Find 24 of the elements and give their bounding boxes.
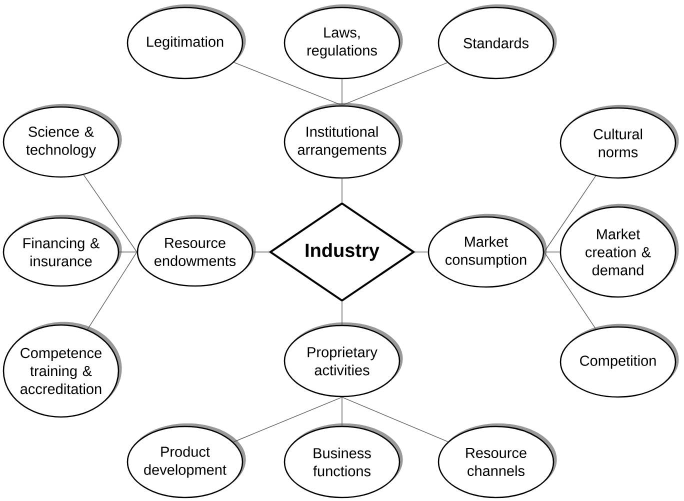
connector-line [87,252,138,330]
ellipse-node: Cultural norms [560,104,679,179]
ellipse-node: Market consumption [428,214,547,288]
ellipse-node: Legitimation [126,4,246,80]
ellipse-node: Product development [126,423,246,498]
connector-line [342,62,448,106]
connector-line [544,176,596,252]
ellipse-node: Laws, regulations [284,4,403,80]
ellipse-node: Institutional arrangements [284,102,403,179]
ellipse-node: Proprietary activities [284,322,403,398]
ellipse-node: Resource endowments [136,214,256,287]
connector-line [233,396,342,442]
ellipse-node: Resource channels [438,423,557,498]
ellipse-node: Business functions [284,423,403,498]
ellipse-node: Market creation & demand [560,204,679,298]
ellipse-node: Standards [438,4,557,80]
connector-line [544,252,596,330]
connector-line [342,396,448,442]
connector-line [83,174,138,252]
ellipse-node: Science & technology [2,104,122,178]
ellipse-node: Competence training & accreditation [2,322,122,418]
connector-line [234,62,342,106]
ellipse-node: Competition [560,324,679,398]
ellipse-node: Financing & insurance [2,214,122,287]
